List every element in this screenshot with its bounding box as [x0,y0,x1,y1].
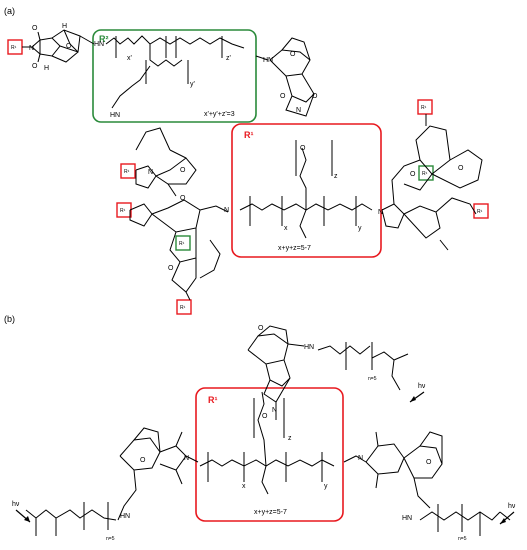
svg-text:x: x [284,225,288,232]
r1-label-a: R¹ [244,130,254,140]
svg-text:O: O [140,457,146,464]
svg-text:O: O [32,25,38,32]
small-green-boxes-a: R¹ R¹ [175,165,434,251]
red-sum-label-a: x+y+z=5-7 [278,245,311,252]
svg-text:O: O [262,413,268,420]
svg-text:O: O [426,459,432,466]
svg-text:z': z' [226,55,231,62]
svg-text:R¹: R¹ [11,45,17,51]
r1-label-b: R¹ [208,395,218,405]
svg-text:N: N [378,209,383,216]
r2-label: R² [99,34,109,44]
r1-box-b [195,387,344,522]
structure-a-top-left [22,29,95,63]
panel-b-label: (b) [4,314,15,324]
structure-a-right-cluster [381,114,483,251]
svg-text:x': x' [127,55,132,62]
svg-text:y: y [358,225,362,232]
svg-text:N: N [272,407,277,414]
svg-text:R¹: R¹ [421,105,427,111]
svg-text:N: N [148,169,153,176]
svg-text:O: O [458,165,464,172]
svg-text:HN: HN [402,515,412,522]
svg-text:z: z [334,173,338,180]
svg-text:H: H [62,23,67,30]
structure-a-top-right [255,37,315,117]
svg-text:hν: hν [508,503,516,510]
svg-text:z: z [288,435,292,442]
structure-b-r1-chain [199,391,335,495]
structure-b-bottom-left [25,502,117,536]
svg-text:n=5: n=5 [458,536,467,542]
svg-text:R¹: R¹ [179,241,185,247]
svg-text:O: O [258,325,264,332]
svg-text:n=5: n=5 [106,536,115,542]
svg-text:O: O [168,265,174,272]
svg-text:O: O [290,51,296,58]
svg-text:N: N [224,207,229,214]
svg-text:R¹: R¹ [180,305,186,311]
svg-text:hν: hν [12,501,20,508]
svg-text:O: O [180,195,186,202]
structure-a-r1-chain [239,140,373,239]
svg-text:y': y' [190,81,195,88]
svg-text:R¹: R¹ [120,208,126,214]
structure-b-right [343,431,443,509]
svg-text:O: O [66,43,72,50]
svg-text:HN: HN [263,57,273,64]
svg-text:hν: hν [418,383,426,390]
svg-text:O: O [32,63,38,70]
r2-box [92,29,257,123]
svg-text:HN: HN [110,112,120,119]
panel-a-label: (a) [4,6,15,16]
svg-text:y: y [324,483,328,490]
svg-text:O: O [312,93,318,100]
svg-text:O: O [280,93,286,100]
small-r-boxes-a: R¹ R¹ R¹ R¹ R¹ R¹ [7,39,489,315]
svg-text:HN: HN [94,41,104,48]
red-sum-label-b: x+y+z=5-7 [254,509,287,516]
svg-text:N: N [184,455,189,462]
structure-a-r2-chain [105,35,245,109]
svg-text:R¹: R¹ [422,171,428,177]
r1-box-a [231,123,382,258]
structure-b-bottom-right [419,504,511,536]
svg-text:N: N [296,107,301,114]
svg-text:HN: HN [120,513,130,520]
svg-text:O: O [300,145,306,152]
structure-a-left-cluster [129,199,229,301]
structure-b-top [247,325,409,420]
svg-text:N: N [29,45,34,52]
svg-text:O: O [410,171,416,178]
svg-text:x: x [242,483,246,490]
green-sum-label: x'+y'+z'=3 [204,111,235,118]
svg-text:N: N [358,455,363,462]
svg-text:R¹: R¹ [124,169,130,175]
svg-text:O: O [180,167,186,174]
svg-text:H: H [44,65,49,72]
structure-a-middle-left [135,127,197,197]
svg-text:n=5: n=5 [368,376,377,382]
svg-text:HN: HN [304,344,314,351]
structure-b-left [117,427,199,521]
svg-text:R¹: R¹ [477,209,483,215]
